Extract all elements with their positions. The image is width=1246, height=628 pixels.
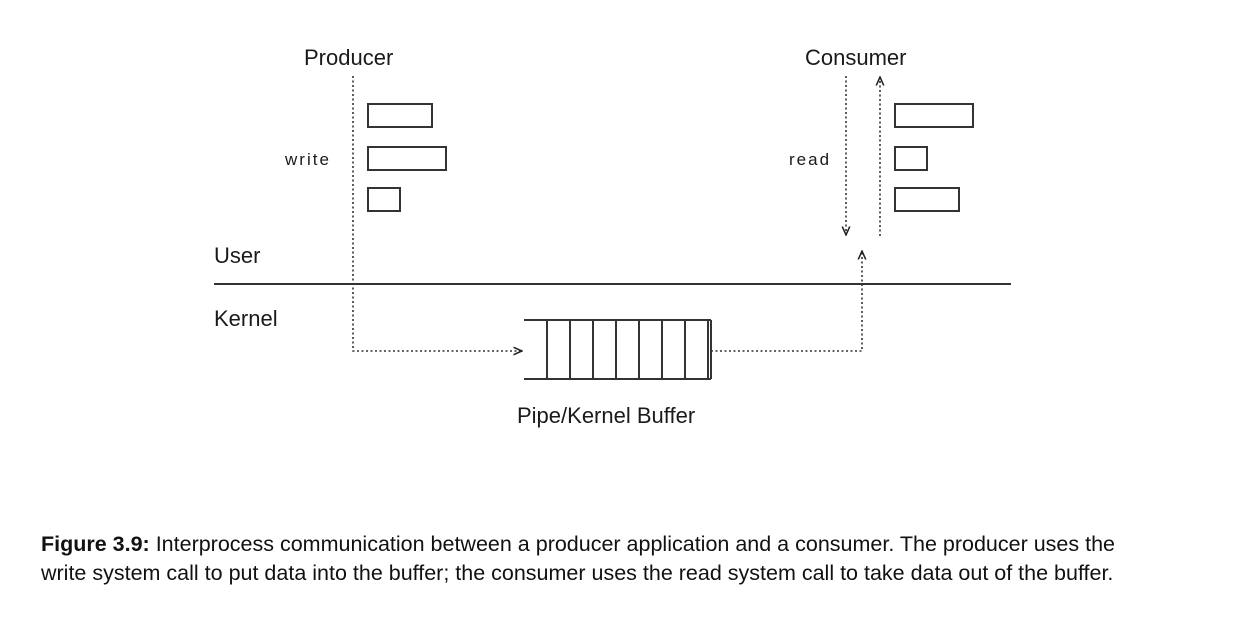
write-label: write — [285, 150, 331, 169]
figure-number: Figure 3.9: — [41, 532, 150, 556]
consumer-label: Consumer — [805, 45, 907, 70]
consumer-read-path — [711, 252, 862, 352]
producer-data-block — [367, 103, 433, 128]
consumer-data-block — [894, 103, 974, 128]
ipc-diagram: Producer Consumer write read User Kernel… — [214, 45, 1011, 428]
producer-data-block — [367, 146, 447, 171]
user-space-label: User — [214, 243, 261, 268]
pipe-buffer — [524, 319, 712, 380]
figure-caption: Figure 3.9: Interprocess communication b… — [41, 530, 1161, 588]
caption-text: Interprocess communication between a pro… — [41, 532, 1116, 585]
producer-data-block — [367, 187, 401, 212]
producer-label: Producer — [304, 45, 394, 70]
ipc-diagram-graphic — [214, 76, 1011, 380]
consumer-data-block — [894, 146, 928, 171]
producer-write-path — [352, 76, 521, 351]
kernel-space-label: Kernel — [214, 306, 278, 331]
consumer-data-block — [894, 187, 960, 212]
read-label: read — [789, 150, 832, 169]
buffer-label: Pipe/Kernel Buffer — [517, 403, 696, 428]
